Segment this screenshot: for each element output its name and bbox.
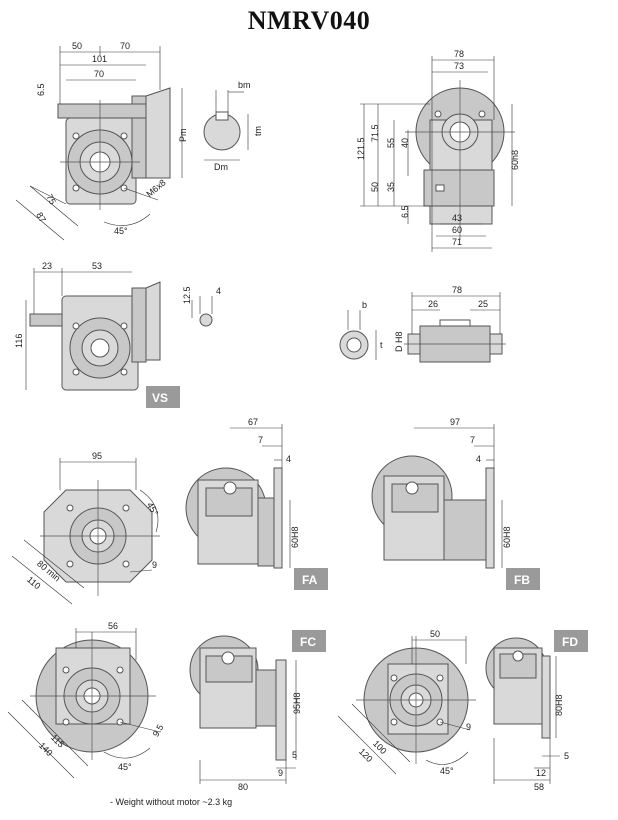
dim-label: 6.5 — [36, 83, 46, 96]
dim-label: 7 — [470, 435, 475, 445]
dim-label: 116 — [14, 334, 24, 348]
dim-label: 95 — [92, 451, 102, 461]
dim-label: 87 — [34, 211, 48, 225]
dim-label: 35 — [386, 182, 396, 192]
badge-fb: FB — [506, 568, 540, 590]
dim-label: 50 — [72, 41, 82, 51]
dim-label: 50 — [430, 629, 440, 639]
svg-text:VS: VS — [152, 391, 168, 405]
dim-label: 56 — [108, 621, 118, 631]
dim-label: 95H8 — [292, 692, 302, 714]
svg-text:FC: FC — [300, 635, 316, 649]
dim-label: 45° — [118, 762, 132, 772]
dim-label: D H8 — [394, 331, 404, 352]
view-fa-side: 67 7 4 60H8 — [185, 417, 300, 569]
dim-label: tm — [253, 126, 263, 136]
dim-label: 78 — [454, 49, 464, 59]
badge-fc: FC — [292, 630, 326, 652]
dim-label: 55 — [386, 138, 396, 148]
dim-label: 97 — [450, 417, 460, 427]
view-shaft-key: bm tm Dm — [203, 80, 263, 172]
svg-text:FB: FB — [514, 573, 530, 587]
view-fd-front: 50 100 120 9 45° — [337, 629, 476, 776]
dim-label: t — [380, 340, 383, 350]
dim-label: 67 — [248, 417, 258, 427]
dim-label: 9 — [278, 768, 283, 778]
dim-label: 26 — [428, 299, 438, 309]
badge-vs: VS — [146, 386, 180, 408]
dim-label: 75 — [44, 193, 58, 207]
dim-label: 25 — [478, 299, 488, 309]
dim-label: 121.5 — [356, 137, 366, 160]
dim-label: 73 — [454, 61, 464, 71]
view-vs: 23 53 116 — [14, 261, 161, 391]
view-front: 78 73 121.5 71.5 55 40 50 35 6.5 60h8 43… — [356, 49, 520, 252]
view-main-side: 50 70 101 70 6.5 Pm 75 87 45° M6x8 — [15, 41, 188, 241]
dim-label: 43 — [452, 213, 462, 223]
dim-label: 9 — [466, 722, 471, 732]
dim-label: 50 — [370, 182, 380, 192]
dim-label: 9.5 — [151, 723, 166, 739]
page-title: NMRV040 — [247, 6, 371, 35]
dim-label: b — [362, 300, 367, 310]
view-flange-front: 95 45° 80 min 110 9 — [11, 451, 160, 605]
view-output-shaft: b t 78 26 25 D H8 — [339, 285, 506, 363]
dim-label: 4 — [286, 454, 291, 464]
dim-label: 71 — [452, 237, 462, 247]
view-fd-side: 80H8 5 12 58 — [485, 637, 569, 792]
dim-label: 80 — [238, 782, 248, 792]
dim-label: 23 — [42, 261, 52, 271]
dim-label: 4 — [476, 454, 481, 464]
dim-label: 70 — [120, 41, 130, 51]
dim-label: 7 — [258, 435, 263, 445]
dim-label: 40 — [400, 138, 410, 148]
dim-label: 5 — [292, 750, 297, 760]
dim-label: 101 — [92, 54, 107, 64]
dim-label: Pm — [178, 129, 188, 143]
dim-label: 9 — [152, 560, 157, 570]
dim-label: 12 — [536, 768, 546, 778]
dim-label: M6x8 — [144, 177, 167, 199]
dim-label: 58 — [534, 782, 544, 792]
dim-label: 45° — [440, 766, 454, 776]
dim-label: 4 — [216, 286, 221, 296]
dim-label: 60h8 — [510, 150, 520, 170]
svg-text:FD: FD — [562, 635, 578, 649]
badge-fa: FA — [294, 568, 328, 590]
dim-label: 6.5 — [400, 205, 410, 218]
dim-label: 140 — [37, 740, 55, 758]
dim-label: 60H8 — [290, 526, 300, 548]
weight-footnote: - Weight without motor ~2.3 kg — [110, 797, 233, 807]
svg-text:FA: FA — [302, 573, 318, 587]
dim-label: 60 — [452, 225, 462, 235]
dim-label: Dm — [214, 162, 228, 172]
dim-label: 5 — [564, 751, 569, 761]
dim-label: bm — [238, 80, 251, 90]
dim-label: 12.5 — [182, 286, 192, 304]
dim-label: 80H8 — [554, 694, 564, 716]
dim-label: 110 — [25, 574, 42, 591]
view-fc-front: 56 115 140 9.5 45° — [7, 621, 166, 779]
view-fb-side: 97 7 4 60H8 — [371, 417, 512, 569]
dim-label: 53 — [92, 261, 102, 271]
dim-label: 71.5 — [370, 124, 380, 142]
dim-label: 45° — [114, 226, 128, 236]
badge-fd: FD — [554, 630, 588, 652]
view-fc-side: 95H8 5 9 80 — [189, 635, 302, 792]
dim-label: 60H8 — [502, 526, 512, 548]
view-vs-key: 12.5 4 — [182, 286, 221, 327]
dim-label: 70 — [94, 69, 104, 79]
dim-label: 120 — [357, 746, 375, 764]
dim-label: 78 — [452, 285, 462, 295]
